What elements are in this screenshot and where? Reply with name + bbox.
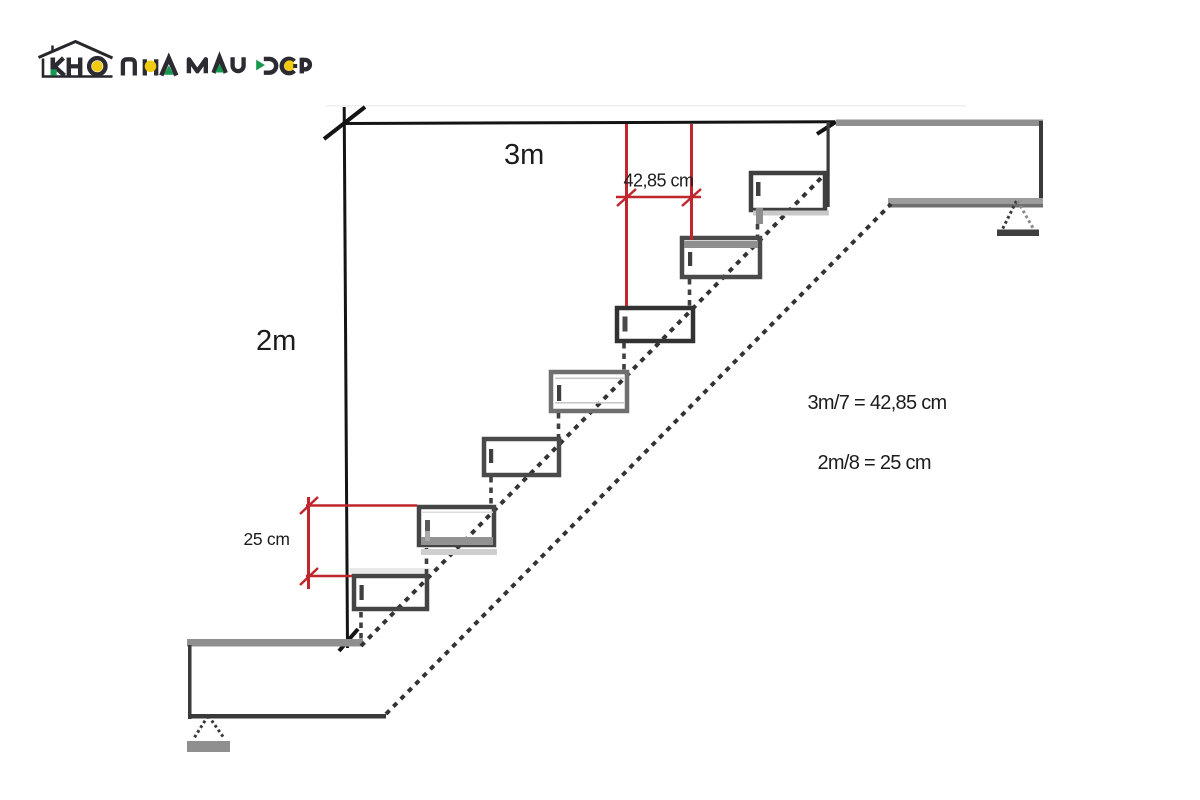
svg-text:42,85 cm: 42,85 cm [624, 171, 694, 191]
svg-text:2m/8 = 25 cm: 2m/8 = 25 cm [818, 452, 931, 474]
svg-text:25 cm: 25 cm [244, 529, 290, 549]
svg-text:2m: 2m [256, 325, 296, 357]
svg-text:3m/7 = 42,85 cm: 3m/7 = 42,85 cm [808, 392, 947, 414]
svg-text:3m: 3m [504, 139, 544, 171]
